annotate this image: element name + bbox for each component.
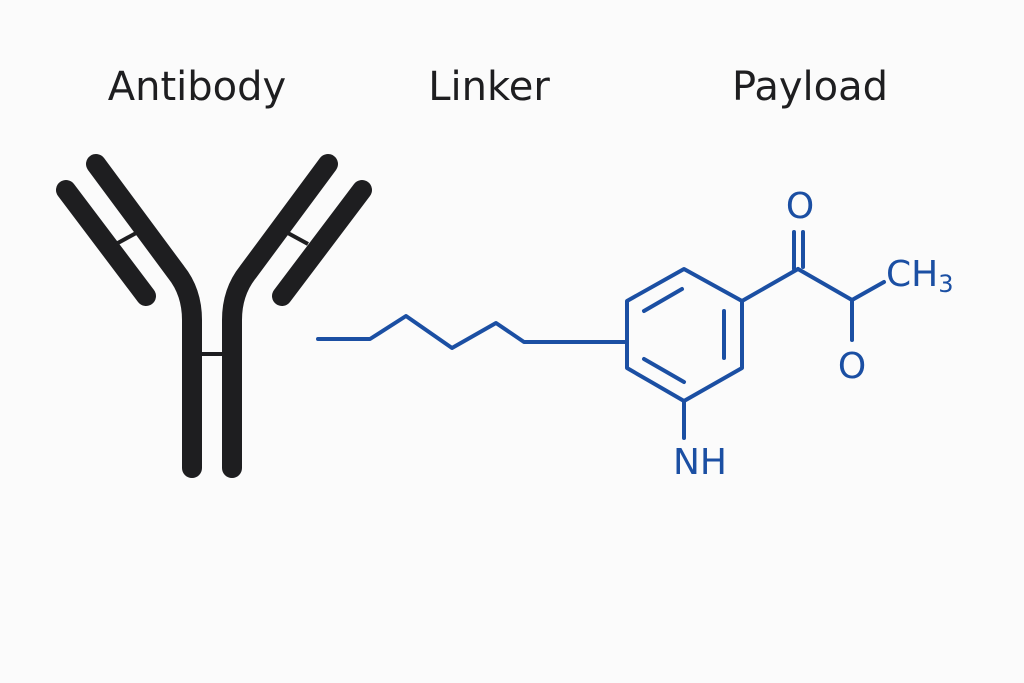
payload-label: Payload xyxy=(732,64,888,110)
payload-molecule xyxy=(625,230,886,440)
carbonyl-oxygen-label: O xyxy=(786,186,814,227)
antibody-right-light-chain xyxy=(272,180,372,306)
alpha-methyl-bond xyxy=(850,280,886,302)
ring-double-bond-1 xyxy=(642,287,684,313)
methyl-label: CH3 xyxy=(886,254,954,298)
linker-chain xyxy=(316,314,629,350)
antibody-icon xyxy=(56,154,372,478)
ether-oxygen-label: O xyxy=(838,346,866,387)
left-disulfide-bond xyxy=(115,230,139,246)
antibody-right-heavy-chain xyxy=(222,154,338,478)
ring-double-bond-3 xyxy=(642,357,686,384)
antibody-label: Antibody xyxy=(108,64,286,110)
antibody-left-light-chain xyxy=(56,180,156,306)
methyl-subscript: 3 xyxy=(938,270,953,298)
ring-carbonyl-bond xyxy=(740,267,800,303)
carbonyl-alpha-bond xyxy=(796,267,854,302)
amine-label: NH xyxy=(673,442,727,483)
linker-label: Linker xyxy=(428,64,550,110)
antibody-left-heavy-chain xyxy=(86,154,202,478)
right-disulfide-bond xyxy=(285,230,309,246)
antibody-disulfide-bonds xyxy=(115,230,309,356)
methyl-main-text: CH xyxy=(886,254,938,295)
